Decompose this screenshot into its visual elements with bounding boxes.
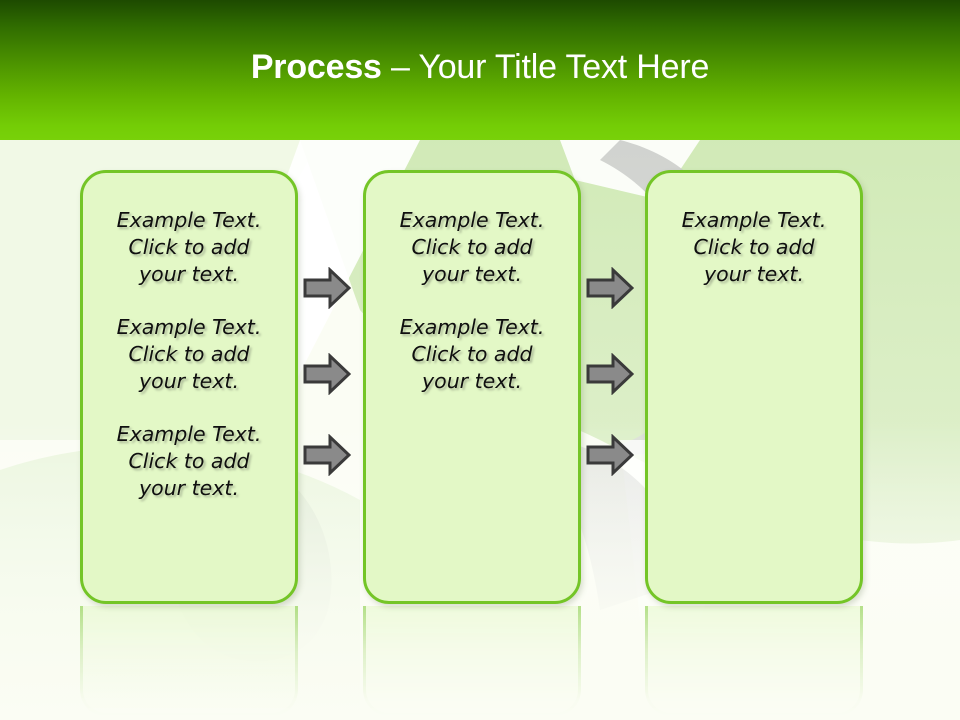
right-arrow-icon	[303, 353, 351, 395]
process-text-block: Example Text. Click to add your text.	[681, 208, 827, 286]
right-arrow-icon	[586, 267, 634, 309]
process-text-block: Example Text. Click to add your text.	[116, 422, 262, 500]
process-text-block: Example Text. Click to add your text.	[399, 208, 545, 286]
page-title-rest: – Your Title Text Here	[381, 48, 710, 86]
process-box-2[interactable]: Example Text. Click to add your text. Ex…	[363, 170, 581, 604]
header-banner: Process – Your Title Text Here	[0, 0, 960, 140]
page-title-strong: Process	[250, 48, 382, 86]
process-box-3[interactable]: Example Text. Click to add your text.	[645, 170, 863, 604]
process-box-1[interactable]: Example Text. Click to add your text. Ex…	[80, 170, 298, 604]
right-arrow-icon	[303, 434, 351, 476]
process-text-block: Example Text. Click to add your text.	[116, 315, 262, 393]
right-arrow-icon	[303, 267, 351, 309]
process-text-block: Example Text. Click to add your text.	[399, 315, 545, 393]
process-box-2-content: Example Text. Click to add your text. Ex…	[366, 173, 578, 395]
process-box-3-content: Example Text. Click to add your text.	[648, 173, 860, 288]
page-title: Process – Your Title Text Here	[0, 48, 960, 87]
right-arrow-icon	[586, 353, 634, 395]
process-box-1-content: Example Text. Click to add your text. Ex…	[83, 173, 295, 502]
right-arrow-icon	[586, 434, 634, 476]
process-text-block: Example Text. Click to add your text.	[116, 208, 262, 286]
